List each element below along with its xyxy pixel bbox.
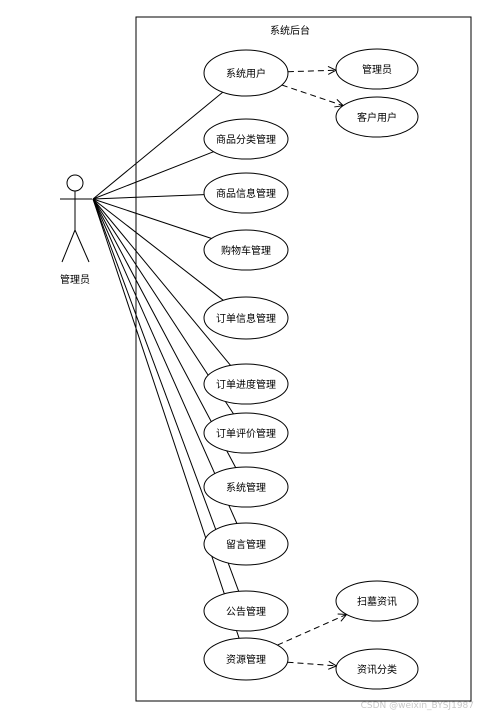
extension-lines — [277, 70, 346, 666]
actor-left-leg — [61, 229, 76, 263]
use-case-ellipse — [203, 466, 289, 508]
association-line-order-progress-mgmt — [92, 198, 231, 366]
use-case-order-review-mgmt: 订单评价管理 — [203, 412, 289, 454]
extension-line-administrator — [287, 70, 336, 72]
watermark-text: CSDN @weixin_BYSJ1987 — [361, 701, 474, 711]
actor-label: 管理员 — [60, 273, 90, 286]
use-case-product-info-mgmt: 商品信息管理 — [203, 172, 289, 214]
use-case-ellipse — [335, 580, 419, 622]
use-cases: 系统用户商品分类管理商品信息管理购物车管理订单信息管理订单进度管理订单评价管理系… — [203, 49, 289, 681]
use-case-ellipse — [203, 49, 289, 97]
actor-right-leg — [74, 229, 90, 263]
actor-head — [66, 174, 84, 192]
use-case-news-category: 资讯分类 — [335, 648, 419, 690]
use-case-order-info-mgmt: 订单信息管理 — [203, 296, 289, 340]
use-case-label: 客户用户 — [357, 111, 397, 124]
association-line-product-category-mgmt — [92, 151, 214, 200]
association-line-message-mgmt — [92, 198, 238, 524]
association-line-resource-mgmt — [92, 198, 240, 639]
use-case-system-users: 系统用户 — [203, 49, 289, 97]
use-case-ellipse — [335, 48, 419, 90]
association-line-order-info-mgmt — [92, 198, 224, 301]
association-line-system-users — [92, 91, 224, 200]
use-case-label: 留言管理 — [226, 538, 266, 551]
use-case-ellipse — [335, 648, 419, 690]
use-case-order-progress-mgmt: 订单进度管理 — [203, 363, 289, 405]
association-line-notice-mgmt — [92, 198, 240, 592]
use-case-label: 扫墓资讯 — [357, 595, 397, 608]
use-case-notice-mgmt: 公告管理 — [203, 590, 289, 632]
use-case-label: 管理员 — [362, 63, 392, 76]
use-case-news: 扫墓资讯 — [335, 580, 419, 622]
use-case-resource-mgmt: 资源管理 — [203, 637, 289, 681]
use-case-cart-mgmt: 购物车管理 — [203, 229, 289, 271]
use-case-label: 资讯分类 — [357, 663, 397, 676]
use-case-label: 商品分类管理 — [216, 133, 276, 146]
use-case-label: 订单信息管理 — [216, 312, 276, 325]
system-title: 系统后台 — [270, 24, 310, 37]
use-case-ellipse — [203, 637, 289, 681]
use-case-label: 资源管理 — [226, 653, 266, 666]
use-case-label: 订单进度管理 — [216, 378, 276, 391]
use-case-label: 购物车管理 — [221, 244, 271, 257]
use-case-ellipse — [203, 522, 289, 566]
system-boundary — [135, 16, 472, 702]
use-case-ellipse — [203, 590, 289, 632]
use-case-ellipse — [335, 96, 419, 138]
use-case-ellipse — [203, 172, 289, 214]
use-case-message-mgmt: 留言管理 — [203, 522, 289, 566]
use-case-system-mgmt: 系统管理 — [203, 466, 289, 508]
use-case-label: 系统管理 — [226, 481, 266, 494]
extension-line-news — [277, 614, 346, 646]
use-case-product-category-mgmt: 商品分类管理 — [203, 118, 289, 160]
use-case-ellipse — [203, 296, 289, 340]
use-case-administrator: 管理员 — [335, 48, 419, 90]
use-case-ellipse — [203, 229, 289, 271]
association-line-product-info-mgmt — [92, 194, 205, 200]
extension-line-news-category — [287, 662, 337, 666]
association-line-cart-mgmt — [92, 198, 212, 239]
use-case-label: 系统用户 — [226, 67, 266, 80]
use-case-ellipse — [203, 118, 289, 160]
extension-line-customer-user — [281, 84, 343, 106]
use-case-label: 商品信息管理 — [216, 187, 276, 200]
use-case-ellipse — [203, 412, 289, 454]
use-case-label: 订单评价管理 — [216, 427, 276, 440]
actor-admin: 管理员 — [60, 174, 92, 286]
use-case-ellipse — [203, 363, 289, 405]
use-case-customer-user: 客户用户 — [335, 96, 419, 138]
use-case-label: 公告管理 — [226, 605, 266, 618]
